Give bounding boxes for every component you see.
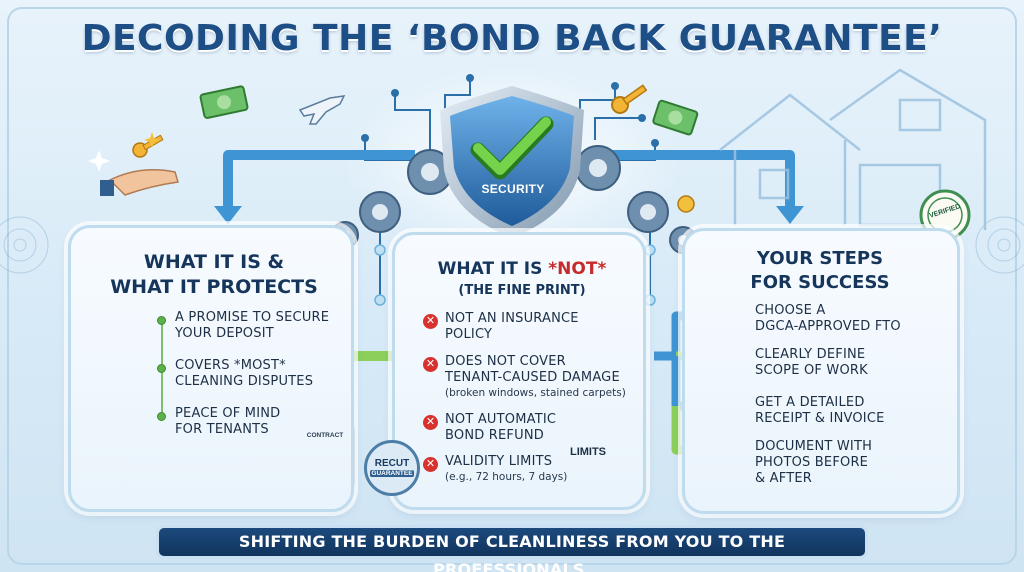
item-line: A PROMISE TO SECURE xyxy=(175,310,330,325)
item-line: RECEIPT & INVOICE xyxy=(755,411,885,426)
shield-label: SECURITY xyxy=(481,182,545,196)
x-mark-icon: ✕ xyxy=(423,357,438,372)
frame xyxy=(7,7,1017,565)
list-item: A PROMISE TO SECURE YOUR DEPOSIT xyxy=(175,310,329,342)
item-line: PHOTOS BEFORE xyxy=(755,455,869,470)
item-line: CHOOSE A xyxy=(755,303,826,318)
x-mark-icon: ✕ xyxy=(423,415,438,430)
arrow-to-left-head xyxy=(214,206,242,224)
coin-icon xyxy=(677,195,695,213)
heading-not: *NOT* xyxy=(548,259,607,279)
item-line: POLICY xyxy=(445,327,493,342)
house-icon xyxy=(719,68,987,230)
arrow-to-right-head xyxy=(776,206,804,224)
airplane-icon xyxy=(298,95,346,125)
heading-sub: (THE FINE PRINT) xyxy=(458,283,586,298)
guarantee-stamp: RECUT GUARANTEE xyxy=(364,440,420,496)
limits-label: LIMITS xyxy=(569,446,607,458)
what-it-is-panel: WHAT IT IS & WHAT IT PROTECTS A PROMISE … xyxy=(68,225,354,512)
heading-pre: WHAT IT IS xyxy=(437,259,549,279)
steps-panel: YOUR STEPS FOR SUCCESS CHOOSE A DGCA-APP… xyxy=(682,228,960,514)
hand-key-icon xyxy=(100,134,179,196)
heading-line: WHAT IT PROTECTS xyxy=(110,276,318,298)
step-item: GET A DETAILED RECEIPT & INVOICE xyxy=(755,395,885,427)
mandala-left-icon xyxy=(0,216,49,274)
what-it-is-not-panel: WHAT IT IS *NOT* (THE FINE PRINT) ✕ NOT … xyxy=(392,232,646,510)
stamp-line: GUARANTEE xyxy=(370,470,414,477)
arrow-to-left xyxy=(223,150,415,210)
money-bill-icon xyxy=(199,85,249,119)
money-bill-icon xyxy=(652,99,699,136)
what-it-is-not-heading: WHAT IT IS *NOT* (THE FINE PRINT) xyxy=(395,258,649,302)
item-line: YOUR DEPOSIT xyxy=(175,326,274,341)
item-line: FOR TENANTS xyxy=(175,422,269,437)
list-item: NOT AUTOMATIC BOND REFUND xyxy=(445,412,556,444)
heading-line: FOR SUCCESS xyxy=(750,272,890,293)
key-icon xyxy=(611,84,648,114)
steps-heading: YOUR STEPS FOR SUCCESS xyxy=(725,247,915,295)
item-line: NOT AUTOMATIC xyxy=(445,412,557,427)
heading-line: WHAT IT IS & xyxy=(143,251,285,273)
item-note: (broken windows, stained carpets) xyxy=(445,387,626,399)
item-line: DOCUMENT WITH xyxy=(755,439,873,454)
item-line: GET A DETAILED xyxy=(755,395,865,410)
list-item: PEACE OF MIND FOR TENANTS xyxy=(175,406,280,438)
bottom-banner: SHIFTING THE BURDEN OF CLEANLINESS FROM … xyxy=(156,525,868,572)
check-icon xyxy=(473,117,551,175)
item-line: COVERS *MOST* xyxy=(175,358,286,373)
item-line: & AFTER xyxy=(755,471,812,486)
list-item: VALIDITY LIMITS (e.g., 72 hours, 7 days) xyxy=(445,454,567,484)
item-note: (e.g., 72 hours, 7 days) xyxy=(445,471,568,483)
circuit-dots xyxy=(374,244,656,306)
list-item: DOES NOT COVER TENANT-CAUSED DAMAGE (bro… xyxy=(445,354,626,400)
mandala-right-icon xyxy=(975,216,1024,274)
heading-line: WHAT IT IS *NOT* xyxy=(395,258,649,280)
bullet-dot xyxy=(157,316,166,325)
item-line: NOT AN INSURANCE xyxy=(445,311,579,326)
item-line: BOND REFUND xyxy=(445,428,544,443)
heading-line: YOUR STEPS xyxy=(756,248,884,269)
contract-label: CONTRACT xyxy=(306,432,344,439)
circuit-nodes xyxy=(361,74,659,147)
item-line: DGCA-APPROVED FTO xyxy=(755,319,901,334)
gear-hub-icon xyxy=(340,159,688,245)
step-item: CHOOSE A DGCA-APPROVED FTO xyxy=(755,303,901,335)
item-line: DOES NOT COVER xyxy=(445,354,566,369)
item-line: VALIDITY LIMITS xyxy=(445,454,553,469)
x-mark-icon: ✕ xyxy=(423,314,438,329)
step-item: CLEARLY DEFINE SCOPE OF WORK xyxy=(755,347,868,379)
arrow-to-right xyxy=(605,150,795,210)
item-line: CLEARLY DEFINE xyxy=(755,347,866,362)
item-line: CLEANING DISPUTES xyxy=(175,374,314,389)
stamp-line: RECUT xyxy=(374,458,410,469)
list-item: COVERS *MOST* CLEANING DISPUTES xyxy=(175,358,313,390)
list-item: NOT AN INSURANCE POLICY xyxy=(445,311,579,343)
page-title: DECODING THE ‘BOND BACK GUARANTEE’ xyxy=(81,18,943,59)
x-mark-icon: ✕ xyxy=(423,457,438,472)
item-line: TENANT-CAUSED DAMAGE xyxy=(445,370,620,385)
item-line: SCOPE OF WORK xyxy=(755,363,868,378)
bullet-dot xyxy=(157,412,166,421)
step-item: DOCUMENT WITH PHOTOS BEFORE & AFTER xyxy=(755,439,872,487)
what-it-is-heading: WHAT IT IS & WHAT IT PROTECTS xyxy=(71,250,357,300)
item-line: PEACE OF MIND xyxy=(175,406,281,421)
bullet-dot xyxy=(157,364,166,373)
